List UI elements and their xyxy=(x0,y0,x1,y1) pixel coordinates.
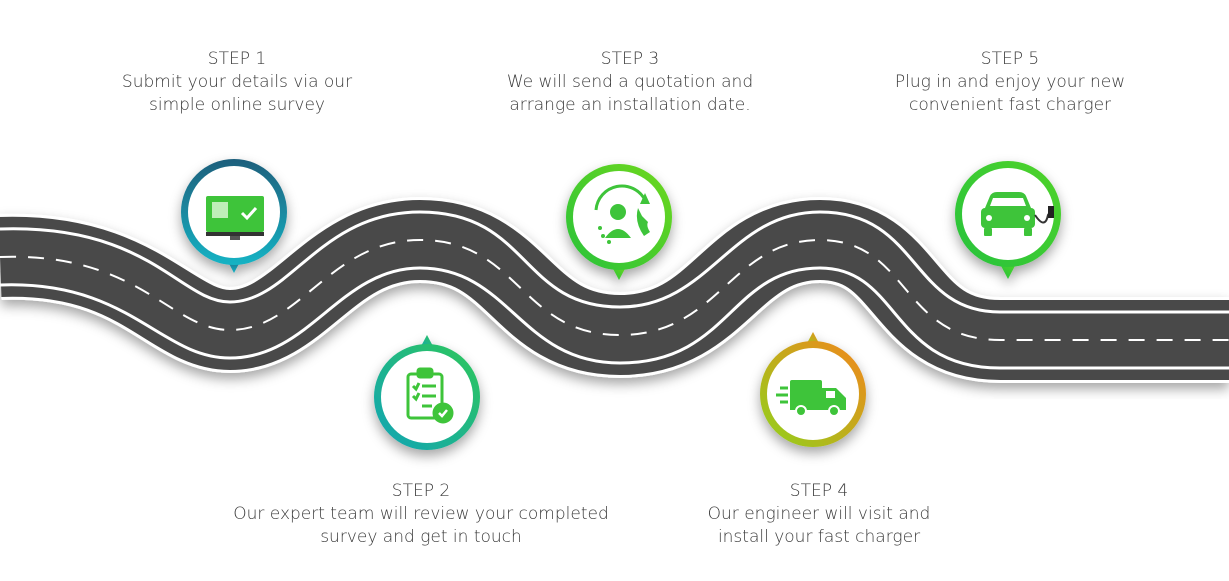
step-1-title: STEP 1 xyxy=(207,49,267,69)
step-3-text: STEP 3 We will send a quotation and arra… xyxy=(440,48,820,117)
step-5-title: STEP 5 xyxy=(980,49,1040,69)
step-4-text: STEP 4 Our engineer will visit and insta… xyxy=(629,480,1009,549)
road-edge-bottom xyxy=(0,266,1229,370)
marker-step-3 xyxy=(566,164,672,280)
step-4-title: STEP 4 xyxy=(789,481,849,501)
computer-check-icon xyxy=(206,196,264,240)
step-3-title: STEP 3 xyxy=(600,49,660,69)
step-3-description: We will send a quotation and arrange an … xyxy=(506,72,754,115)
step-5-text: STEP 5 Plug in and enjoy your new conven… xyxy=(820,48,1200,117)
delivery-van-icon xyxy=(776,380,846,417)
road xyxy=(0,196,1229,383)
step-1-text: STEP 1 Submit your details via our simpl… xyxy=(47,48,427,117)
step-2-text: STEP 2 Our expert team will review your … xyxy=(231,480,611,549)
ev-car-charging-icon xyxy=(981,192,1054,236)
road-edge-top xyxy=(0,210,1229,314)
step-2-title: STEP 2 xyxy=(391,481,451,501)
step-4-description: Our engineer will visit and install your… xyxy=(707,504,931,547)
clipboard-checklist-icon xyxy=(406,367,454,424)
marker-step-2 xyxy=(374,335,480,450)
step-1-description: Submit your details via our simple onlin… xyxy=(121,72,353,115)
road-center-line xyxy=(0,238,1229,341)
step-5-description: Plug in and enjoy your new convenient fa… xyxy=(894,72,1126,115)
support-agent-phone-icon xyxy=(594,184,650,244)
step-2-description: Our expert team will review your complet… xyxy=(233,504,609,547)
